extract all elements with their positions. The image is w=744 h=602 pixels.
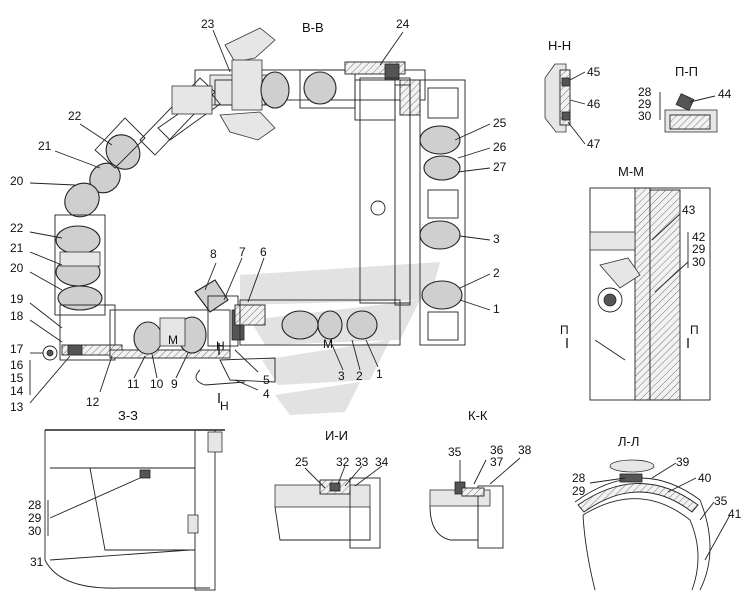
callout: 44 xyxy=(718,87,732,101)
callout: 9 xyxy=(171,377,178,391)
callout: 40 xyxy=(698,471,712,485)
section-pp xyxy=(659,92,718,133)
marker-p1: П xyxy=(560,323,569,337)
callout: 1 xyxy=(376,367,383,381)
title-ll: Л-Л xyxy=(618,434,639,449)
callout: 5 xyxy=(263,373,270,387)
callout: 21 xyxy=(10,241,24,255)
callout: 35 xyxy=(714,494,728,508)
section-ll xyxy=(574,459,731,591)
callout: 20 xyxy=(10,174,24,188)
main-leader-lines xyxy=(29,29,491,404)
callout: 43 xyxy=(682,203,696,217)
callout: 29 xyxy=(692,242,706,256)
marker-n2: Н xyxy=(220,399,229,413)
callout: 12 xyxy=(86,395,100,409)
title-zz: З-З xyxy=(118,408,138,423)
callout: 25 xyxy=(295,455,309,469)
marker-m1: М xyxy=(168,333,178,347)
callout: 2 xyxy=(493,266,500,280)
callout: 10 xyxy=(150,377,164,391)
callout: 47 xyxy=(587,137,601,151)
callout: 36 xyxy=(490,443,504,457)
callout: 28 xyxy=(572,471,586,485)
callout: 45 xyxy=(587,65,601,79)
title-nn: Н-Н xyxy=(548,38,571,53)
callout: 30 xyxy=(638,109,652,123)
callout: 34 xyxy=(375,455,389,469)
callout: 22 xyxy=(10,221,24,235)
callout: 22 xyxy=(68,109,82,123)
main-section-vv xyxy=(42,27,466,386)
callout: 21 xyxy=(38,139,52,153)
callout: 3 xyxy=(493,232,500,246)
callout: 29 xyxy=(572,484,586,498)
title-pp: П-П xyxy=(675,64,698,79)
callout: 38 xyxy=(518,443,532,457)
callout: 23 xyxy=(201,17,215,31)
callout: 33 xyxy=(355,455,369,469)
callout: 24 xyxy=(396,17,410,31)
section-zz xyxy=(44,429,225,591)
callout: 11 xyxy=(127,377,140,391)
callout: 2 xyxy=(356,369,363,383)
callout: 30 xyxy=(692,255,706,269)
title-vv: В-В xyxy=(302,20,324,35)
callout: 46 xyxy=(587,97,601,111)
callout: 41 xyxy=(728,507,742,521)
marker-m2: М xyxy=(323,337,333,351)
callout: 27 xyxy=(493,160,507,174)
callout: 26 xyxy=(493,140,507,154)
callout: 25 xyxy=(493,116,507,130)
callout: 18 xyxy=(10,309,24,323)
cut-markers: М М Н Н П П xyxy=(168,323,699,413)
callout: 1 xyxy=(493,302,500,316)
callout: 13 xyxy=(10,400,24,414)
callout: 17 xyxy=(10,342,24,356)
callout: 3 xyxy=(338,369,345,383)
title-mm: М-М xyxy=(618,164,644,179)
callout: 30 xyxy=(28,524,42,538)
marker-p2: П xyxy=(690,323,699,337)
title-ii: И-И xyxy=(325,428,348,443)
callout: 32 xyxy=(336,455,350,469)
section-ii xyxy=(274,465,383,549)
title-kk: К-К xyxy=(468,408,488,423)
callout: 14 xyxy=(10,384,24,398)
callout: 39 xyxy=(676,455,690,469)
callout: 29 xyxy=(28,511,42,525)
section-titles: В-В Н-Н П-П М-М З-З И-И К-К Л-Л xyxy=(118,20,698,449)
callout: 37 xyxy=(490,455,504,469)
callout: 15 xyxy=(10,371,24,385)
callout: 4 xyxy=(263,387,270,401)
callout: 28 xyxy=(28,498,42,512)
callout: 29 xyxy=(638,97,652,111)
callout: 16 xyxy=(10,358,24,372)
section-nn xyxy=(544,63,586,145)
callout-numbers: 23 24 22 21 20 22 21 20 19 18 17 16 15 1… xyxy=(10,17,742,569)
callout: 8 xyxy=(210,247,217,261)
callout: 7 xyxy=(239,245,246,259)
callout: 6 xyxy=(260,245,267,259)
callout: 28 xyxy=(638,85,652,99)
marker-n1: Н xyxy=(216,339,225,353)
callout: 42 xyxy=(692,230,706,244)
section-mm xyxy=(566,187,711,401)
callout: 19 xyxy=(10,292,24,306)
callout: 31 xyxy=(30,555,44,569)
section-kk xyxy=(429,457,521,549)
callout: 35 xyxy=(448,445,462,459)
callout: 20 xyxy=(10,261,24,275)
